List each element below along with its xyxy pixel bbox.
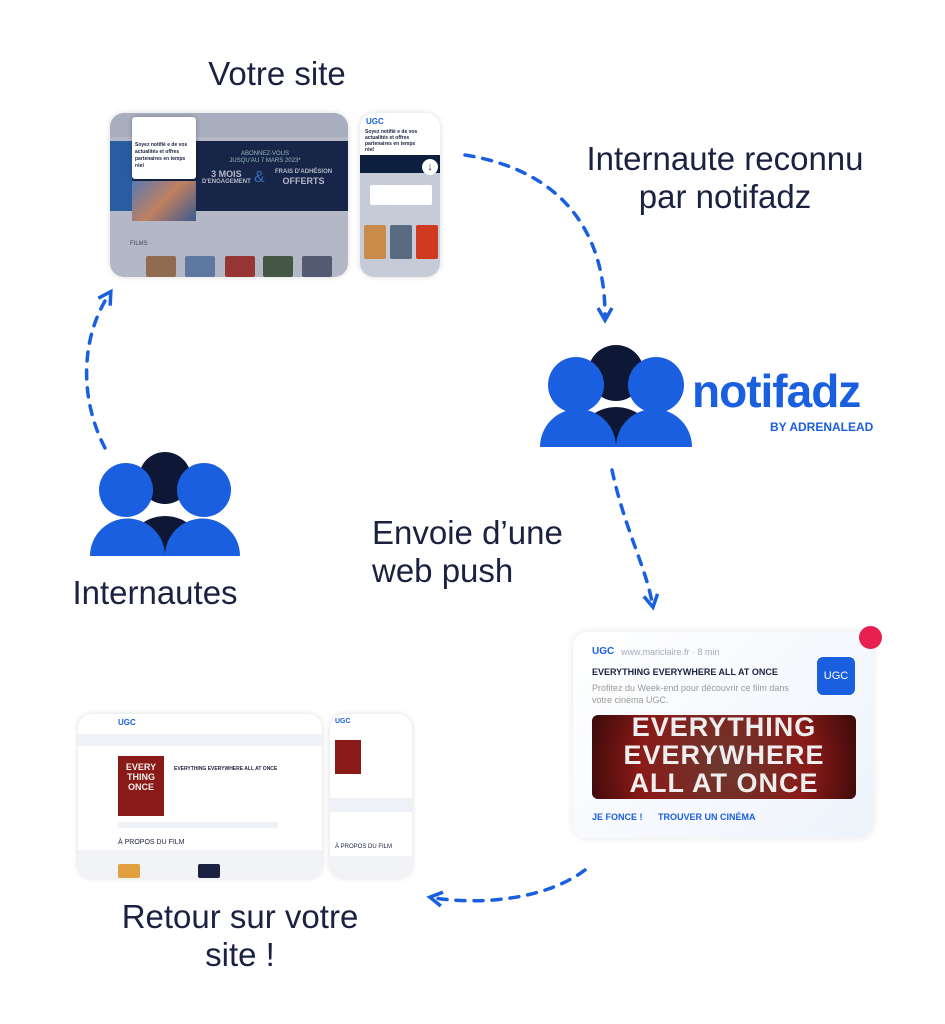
users-icon [90, 452, 240, 556]
notification-body: Profitez du Week-end pour découvrir ce f… [592, 683, 789, 705]
notifadz-logo-text: notifadz [692, 365, 861, 417]
notification-badge [859, 626, 882, 649]
arrow-site-to-notifadz [463, 153, 614, 324]
ugc-logo-icon: UGC [817, 657, 855, 695]
arrow-users-to-site [84, 288, 113, 450]
site-mobile-mockup: UGC Soyez notifié e de vos actualités et… [360, 113, 440, 277]
return-mobile-mockup: UGC À PROPOS DU FILM [330, 714, 412, 878]
download-arrow-icon: ↓ [422, 159, 438, 175]
return-desktop-mockup: UGC EVERY THING ONCE EVERYTHING EVERYWHE… [78, 714, 322, 878]
notification-source: www.mariclaire.fr · 8 min [621, 647, 720, 657]
arrow-notifadz-to-push [610, 468, 660, 611]
notification-title: EVERYTHING EVERYWHERE ALL AT ONCE [592, 667, 778, 677]
step-users-label: Internautes [72, 574, 238, 611]
step-site-label: Votre site [208, 55, 346, 92]
web-push-notification[interactable]: UGC www.mariclaire.fr · 8 min EVERYTHING… [573, 632, 873, 838]
notifadz-people-icon [540, 345, 692, 447]
trouver-cinema-button[interactable]: TROUVER UN CINÉMA [658, 812, 756, 822]
arrow-push-to-return [426, 868, 587, 908]
je-fonce-button[interactable]: JE FONCE ! [592, 812, 643, 822]
logo-tagline: BY ADRENALEAD [770, 420, 874, 434]
